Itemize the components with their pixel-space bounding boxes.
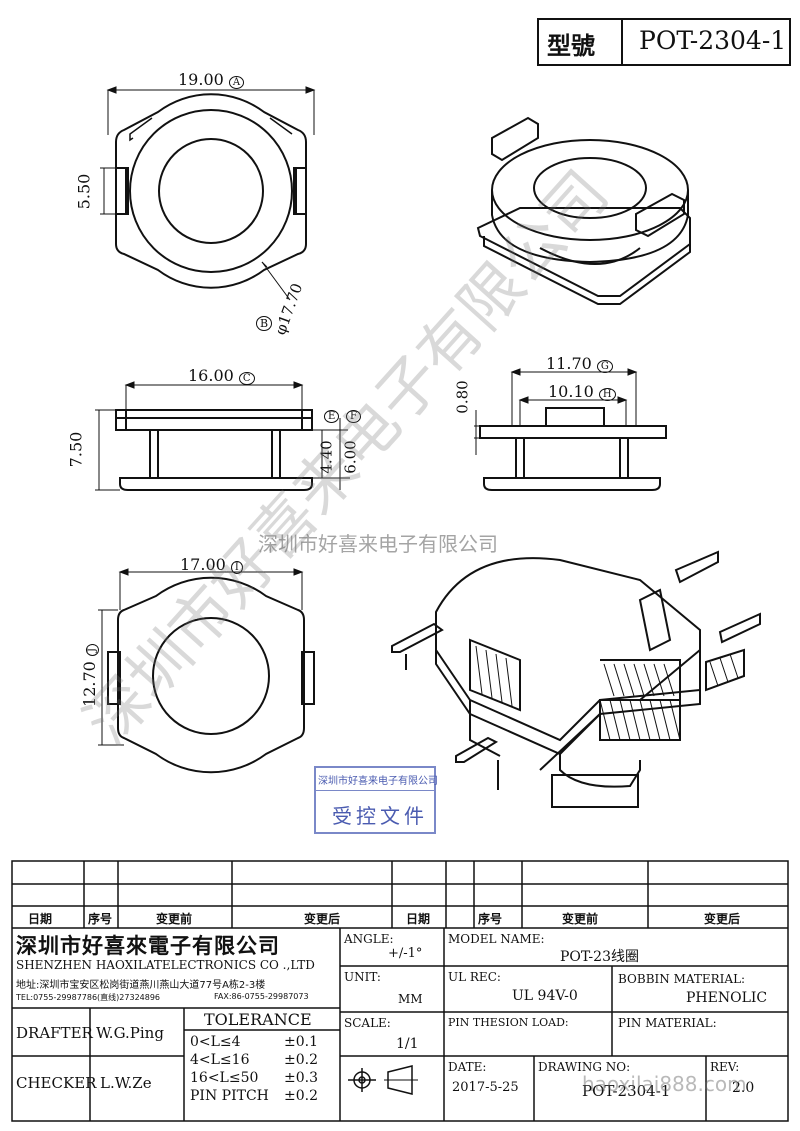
right-view <box>479 407 667 491</box>
bobbin-material-label: BOBBIN MATERIAL: <box>618 972 746 986</box>
dim-side-height: 7.50 <box>66 431 86 468</box>
dim-tag-e: E <box>324 410 340 423</box>
right-view-dims <box>474 368 638 455</box>
bottom-view-dims <box>98 568 304 746</box>
rev-header-seq-1: 序号 <box>88 912 113 926</box>
title-block-grid <box>11 860 789 1122</box>
tol-range-4: PIN PITCH <box>190 1088 269 1104</box>
unit-value: MM <box>398 992 423 1006</box>
model-header-box: 型號 POT-2304-1 <box>537 18 791 66</box>
checker-label: CHECKER <box>16 1074 97 1092</box>
top-view-outline <box>115 93 307 289</box>
stamp-company: 深圳市好喜来电子有限公司 <box>318 776 438 787</box>
model-value: POT-2304-1 <box>639 26 787 55</box>
dim-top-height: 5.50 <box>74 173 94 210</box>
tol-value-1: ±0.1 <box>284 1034 318 1050</box>
bottom-view <box>107 576 315 774</box>
tol-value-2: ±0.2 <box>284 1052 318 1068</box>
dim-tag-c: C <box>238 372 255 385</box>
rev-header-seq-2: 序号 <box>478 912 503 926</box>
model-name-label: MODEL NAME: <box>448 932 545 946</box>
watermark-center: 深圳市好喜来电子有限公司 <box>256 528 500 557</box>
pin-material-label: PIN MATERIAL: <box>618 1016 717 1030</box>
tol-range-3: 16<L≤50 <box>190 1070 259 1086</box>
rev-header-date-2: 日期 <box>406 912 431 926</box>
tol-range-1: 0<L≤4 <box>190 1034 241 1050</box>
company-name-cn: 深圳市好喜來電子有限公司 <box>16 933 280 958</box>
drafter-label: DRAFTER <box>16 1024 93 1042</box>
model-label: 型號 <box>547 31 595 60</box>
scale-value: 1/1 <box>396 1036 419 1052</box>
dim-bottom-width: 17.00 I <box>180 555 243 574</box>
dim-tag-b: B <box>256 316 273 331</box>
rev-label: REV: <box>710 1060 740 1074</box>
side-view-dims <box>95 381 350 491</box>
dim-right-width: 11.70 G <box>546 354 613 373</box>
pin-tension-label: PIN THESION LOAD: <box>448 1016 569 1029</box>
dim-right-width-value: 11.70 <box>546 354 592 373</box>
projection-symbol <box>348 1065 418 1095</box>
dim-tag-g: G <box>596 360 613 373</box>
dim-side-width-value: 16.00 <box>188 366 234 385</box>
drafter-value: W.G.Ping <box>96 1024 164 1042</box>
dim-top-width: 19.00 A <box>178 70 245 89</box>
date-value: 2017-5-25 <box>452 1080 519 1095</box>
drawing-no-label: DRAWING NO: <box>538 1060 631 1074</box>
rev-header-date-1: 日期 <box>28 912 53 926</box>
angle-label: ANGLE: <box>344 932 394 946</box>
unit-label: UNIT: <box>344 970 381 984</box>
checker-value: L.W.Ze <box>100 1074 152 1092</box>
dim-right-inner: 10.10 H <box>548 382 616 401</box>
side-view <box>115 409 313 491</box>
controlled-document-stamp: 深圳市好喜来电子有限公司 受控文件 <box>314 766 438 834</box>
company-name-en: SHENZHEN HAOXILATELECTRONICS CO .,LTD <box>16 958 315 972</box>
tol-range-2: 4<L≤16 <box>190 1052 250 1068</box>
dim-side-width: 16.00 C <box>188 366 255 385</box>
drawing-no-value: POT-2304-1 <box>582 1082 671 1100</box>
tolerance-title: TOLERANCE <box>204 1010 312 1029</box>
company-tel: TEL:0755-29987786(直线)27324896 <box>16 993 161 1002</box>
company-address: 地址:深圳市宝安区松岗街道燕川燕山大道77号A栋2-3楼 <box>16 980 266 991</box>
dim-right-inner-value: 10.10 <box>548 382 594 401</box>
iso-view-top <box>476 116 691 305</box>
ul-label: UL REC: <box>448 970 501 984</box>
iso-hatch <box>475 645 739 741</box>
rev-header-before-2: 变更前 <box>562 912 599 926</box>
bobbin-material-value: PHENOLIC <box>686 990 768 1006</box>
scale-label: SCALE: <box>344 1016 391 1030</box>
dim-tag-f: F <box>346 410 361 423</box>
tol-value-3: ±0.3 <box>284 1070 318 1086</box>
date-label: DATE: <box>448 1060 487 1074</box>
stamp-label: 受控文件 <box>332 804 428 828</box>
iso-view-bottom <box>391 550 761 808</box>
tol-value-4: ±0.2 <box>284 1088 318 1104</box>
site-watermark: haoxilai888.com <box>582 1072 747 1096</box>
ul-value: UL 94V-0 <box>512 988 578 1004</box>
top-view-dims <box>100 86 316 301</box>
angle-value: +/-1° <box>388 946 423 961</box>
rev-value: 2.0 <box>732 1080 755 1096</box>
dim-tag-a: A <box>228 76 245 89</box>
model-name-value: POT-23线圈 <box>560 949 639 965</box>
dim-bottom-width-value: 17.00 <box>180 555 226 574</box>
dim-tag-i: I <box>230 561 243 574</box>
dim-top-width-value: 19.00 <box>178 70 224 89</box>
company-fax: FAX:86-0755-29987073 <box>214 992 309 1001</box>
rev-header-after-1: 变更后 <box>304 912 341 926</box>
dim-tag-h: H <box>598 388 616 401</box>
dim-tag-j: J <box>85 644 99 657</box>
rev-header-after-2: 变更后 <box>704 912 741 926</box>
rev-header-before-1: 变更前 <box>156 912 193 926</box>
